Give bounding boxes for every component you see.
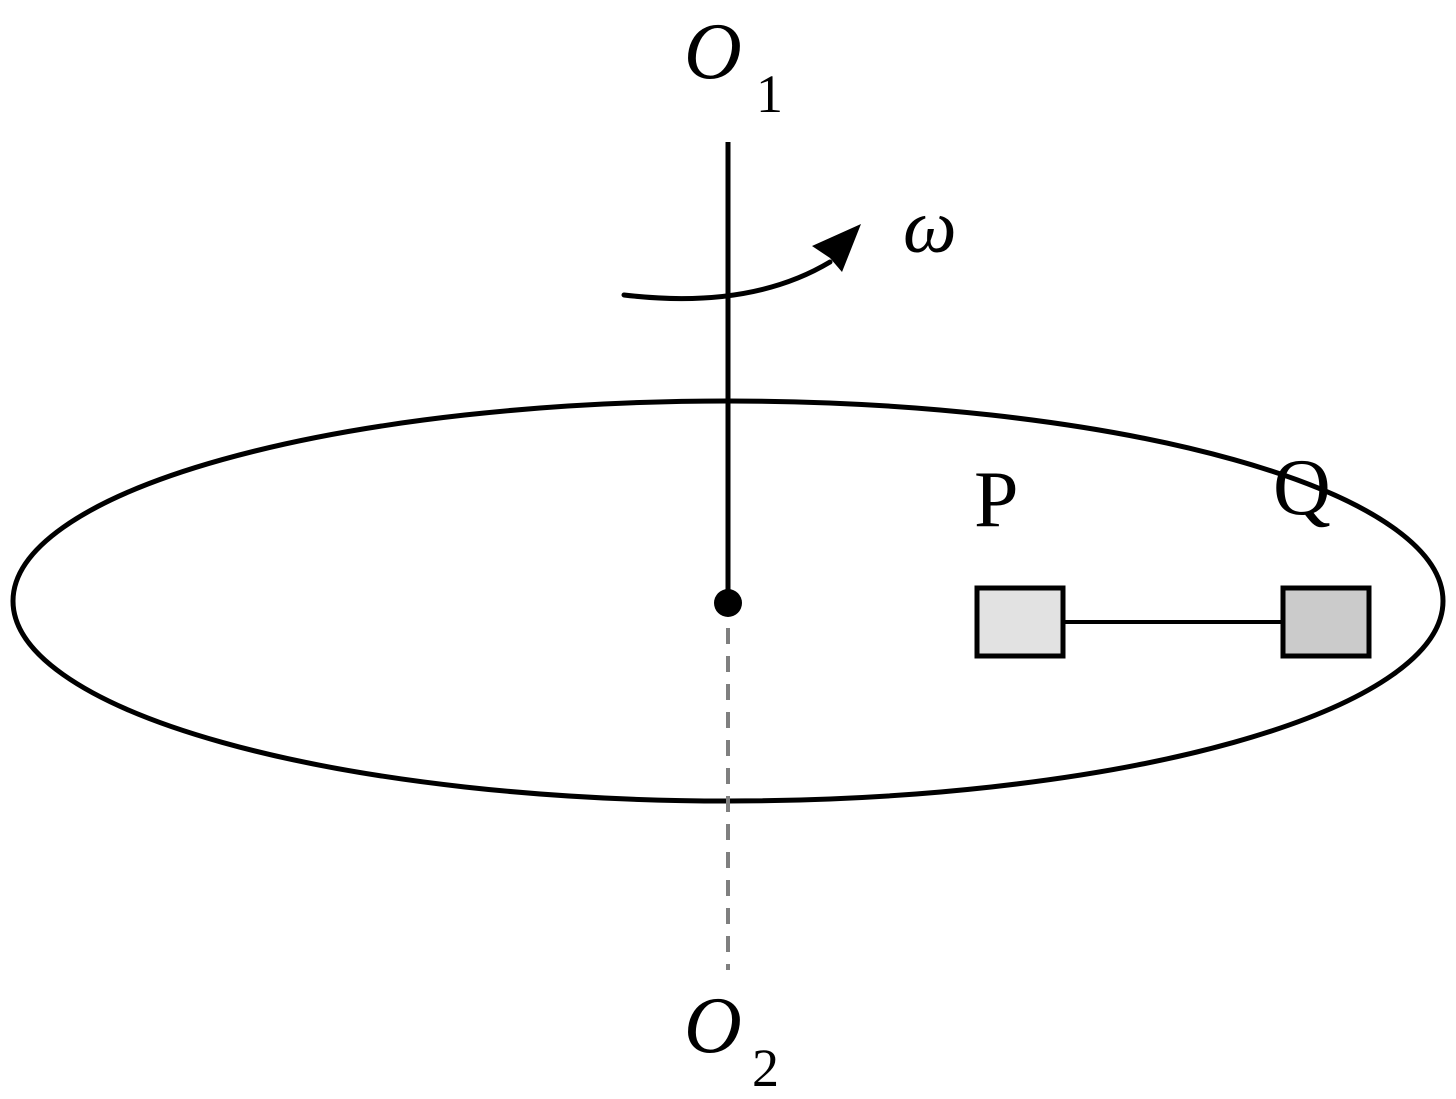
- block-q: [1280, 585, 1372, 659]
- rotation-arrow-head: [812, 224, 861, 272]
- label-q: Q: [1273, 444, 1331, 532]
- center-dot: [714, 589, 742, 617]
- block-p: [974, 585, 1066, 659]
- label-omega: ω: [903, 185, 957, 269]
- rotation-arrow: [621, 259, 833, 302]
- label-o1: O: [684, 8, 742, 96]
- label-p: P: [974, 456, 1019, 544]
- label-o2: O: [684, 982, 742, 1070]
- label-o2-subscript: 2: [752, 1038, 779, 1098]
- label-o1-subscript: 1: [756, 64, 783, 124]
